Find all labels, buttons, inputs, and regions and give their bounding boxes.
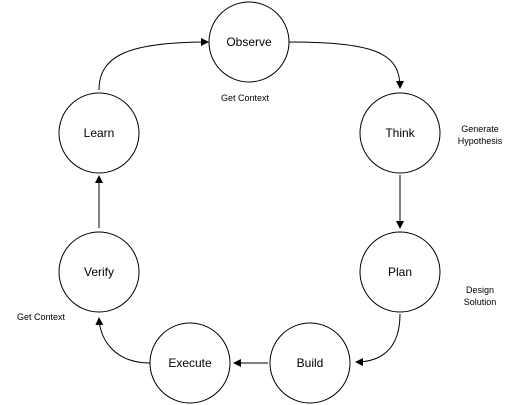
node-observe: Observe	[208, 1, 290, 83]
annotation-get-context-top: Get Context	[221, 93, 270, 103]
node-build: Build	[269, 322, 351, 404]
node-learn-label: Learn	[84, 126, 115, 140]
node-plan: Plan	[359, 231, 441, 313]
edge-learn-observe	[98, 38, 209, 91]
node-build-label: Build	[297, 356, 324, 370]
annotation-get-context-left: Get Context	[17, 312, 66, 322]
node-learn: Learn	[58, 92, 140, 174]
edge-observe-think	[287, 41, 404, 89]
node-think-label: Think	[385, 126, 415, 140]
edges	[95, 38, 404, 367]
node-execute: Execute	[149, 322, 231, 404]
edge-execute-verify	[95, 317, 151, 364]
node-execute-label: Execute	[168, 356, 212, 370]
node-verify: Verify	[58, 231, 140, 313]
annotation-design-solution-line2: Solution	[464, 297, 497, 307]
node-think: Think	[359, 92, 441, 174]
node-verify-label: Verify	[84, 265, 114, 279]
annotation-generate-hypothesis-line1: Generate	[461, 124, 499, 134]
node-observe-label: Observe	[226, 35, 272, 49]
node-plan-label: Plan	[388, 265, 412, 279]
edge-plan-build	[355, 313, 401, 366]
annotation-generate-hypothesis-line2: Hypothesis	[458, 136, 503, 146]
annotation-design-solution-line1: Design	[466, 285, 494, 295]
